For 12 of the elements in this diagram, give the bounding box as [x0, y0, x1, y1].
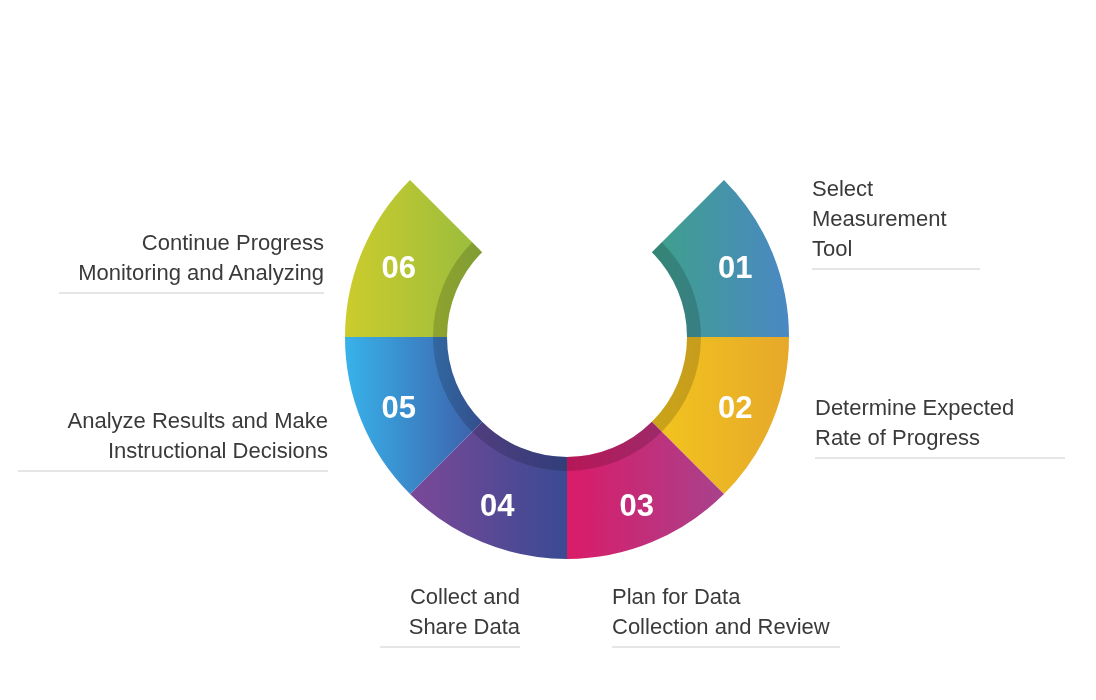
step-label: Continue Progress Monitoring and Analyzing	[59, 228, 324, 294]
step-label: Select Measurement Tool	[812, 174, 980, 270]
step-label: Analyze Results and Make Instructional Decisions	[18, 406, 328, 472]
step-label: Collect and Share Data	[380, 582, 520, 648]
step-number: 06	[381, 251, 417, 283]
step-label: Plan for Data Collection and Review	[612, 582, 840, 648]
step-number: 01	[717, 251, 753, 283]
step-number: 03	[619, 489, 654, 521]
step-label: Determine Expected Rate of Progress	[815, 393, 1065, 459]
step-number: 05	[381, 391, 417, 423]
step-number: 04	[480, 489, 515, 521]
step-number: 02	[717, 391, 753, 423]
